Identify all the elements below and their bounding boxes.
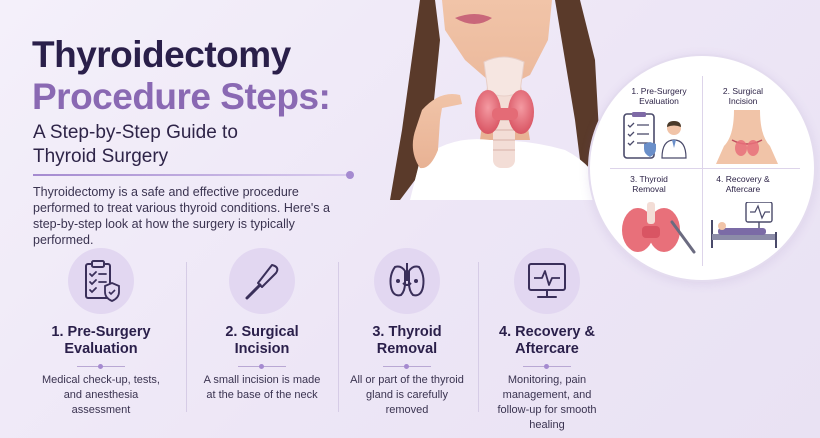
step-title: 1. Pre-Surgery Evaluation [51, 324, 151, 357]
step-description: A small incision is made at the base of … [203, 374, 321, 401]
circle-label-incision: 2. Surgical Incision [722, 86, 764, 106]
step-pre-surgery: 1. Pre-Surgery Evaluation Medical check-… [26, 248, 176, 418]
clipboard-check-icon [85, 260, 120, 302]
circle-label-pre-surgery: 1. Pre-Surgery Evaluation [631, 86, 687, 106]
step-description: Medical check-up, tests, and anesthesia … [42, 374, 160, 416]
circle-vertical-divider [702, 76, 703, 266]
page-title-accent: Procedure Steps: [32, 76, 331, 117]
step-icon-circle [374, 248, 440, 314]
thyroid-icon [389, 263, 425, 297]
thyroid-removal-icon [622, 202, 696, 254]
step-incision: 2. Surgical Incision A small incision is… [187, 248, 337, 403]
clipboard-doctor-icon [623, 112, 687, 159]
neck-incision-icon [716, 110, 778, 164]
title-divider [33, 174, 351, 176]
step-icon-circle [514, 248, 580, 314]
person-thyroid-illustration [390, 0, 615, 200]
step-title: 4. Recovery & Aftercare [499, 324, 595, 357]
step-title: 2. Surgical Incision [225, 324, 299, 357]
step-title: 3. Thyroid Removal [372, 324, 442, 357]
scalpel-icon [245, 264, 279, 300]
step-underline [238, 364, 286, 369]
circle-label-recovery: 4. Recovery & Aftercare [716, 174, 770, 194]
step-underline [383, 364, 431, 369]
page-subtitle: A Step-by-Step Guide to Thyroid Surgery [33, 121, 333, 169]
circle-horizontal-divider [610, 168, 800, 169]
intro-text: Thyroidectomy is a safe and effective pr… [33, 185, 330, 247]
subtitle-line-1: A Step-by-Step Guide to [33, 122, 238, 143]
hospital-bed-icon [711, 202, 777, 248]
step-icon-circle [68, 248, 134, 314]
subtitle-line-2: Thyroid Surgery [33, 146, 169, 167]
step-separator [186, 262, 187, 412]
divider-dot [346, 171, 354, 179]
step-separator [478, 262, 479, 412]
step-underline [77, 364, 125, 369]
page-title: Thyroidectomy [32, 34, 291, 75]
step-removal: 3. Thyroid Removal All or part of the th… [332, 248, 482, 418]
step-description: All or part of the thyroid gland is care… [350, 374, 464, 416]
step-underline [523, 364, 571, 369]
step-description: Monitoring, pain management, and follow-… [497, 374, 597, 431]
circle-label-removal: 3. Thyroid Removal [630, 174, 668, 194]
step-separator [338, 262, 339, 412]
step-recovery: 4. Recovery & Aftercare Monitoring, pain… [472, 248, 622, 433]
procedure-summary-circle: 1. Pre-Surgery Evaluation 2. Surgical In… [588, 54, 816, 282]
step-icon-circle [229, 248, 295, 314]
monitor-icon [528, 263, 566, 298]
